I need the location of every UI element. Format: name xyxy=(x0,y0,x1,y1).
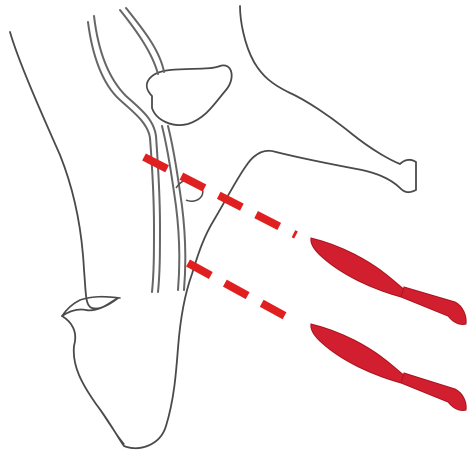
upper-knife xyxy=(311,238,466,324)
cut-lines xyxy=(144,157,296,322)
lower-cut-line xyxy=(188,263,296,322)
lower-knife-handle-icon xyxy=(401,373,466,410)
vessel-bundle xyxy=(88,8,185,292)
lower-knife xyxy=(311,324,466,410)
lower-face-outline xyxy=(96,404,124,444)
jaw-outline xyxy=(62,297,120,316)
lower-knife-blade-icon xyxy=(311,324,406,383)
upper-cut-line xyxy=(144,157,296,235)
upper-knife-blade-icon xyxy=(311,238,406,297)
upper-knife-handle-icon xyxy=(401,287,466,324)
gland-outline xyxy=(147,65,232,125)
